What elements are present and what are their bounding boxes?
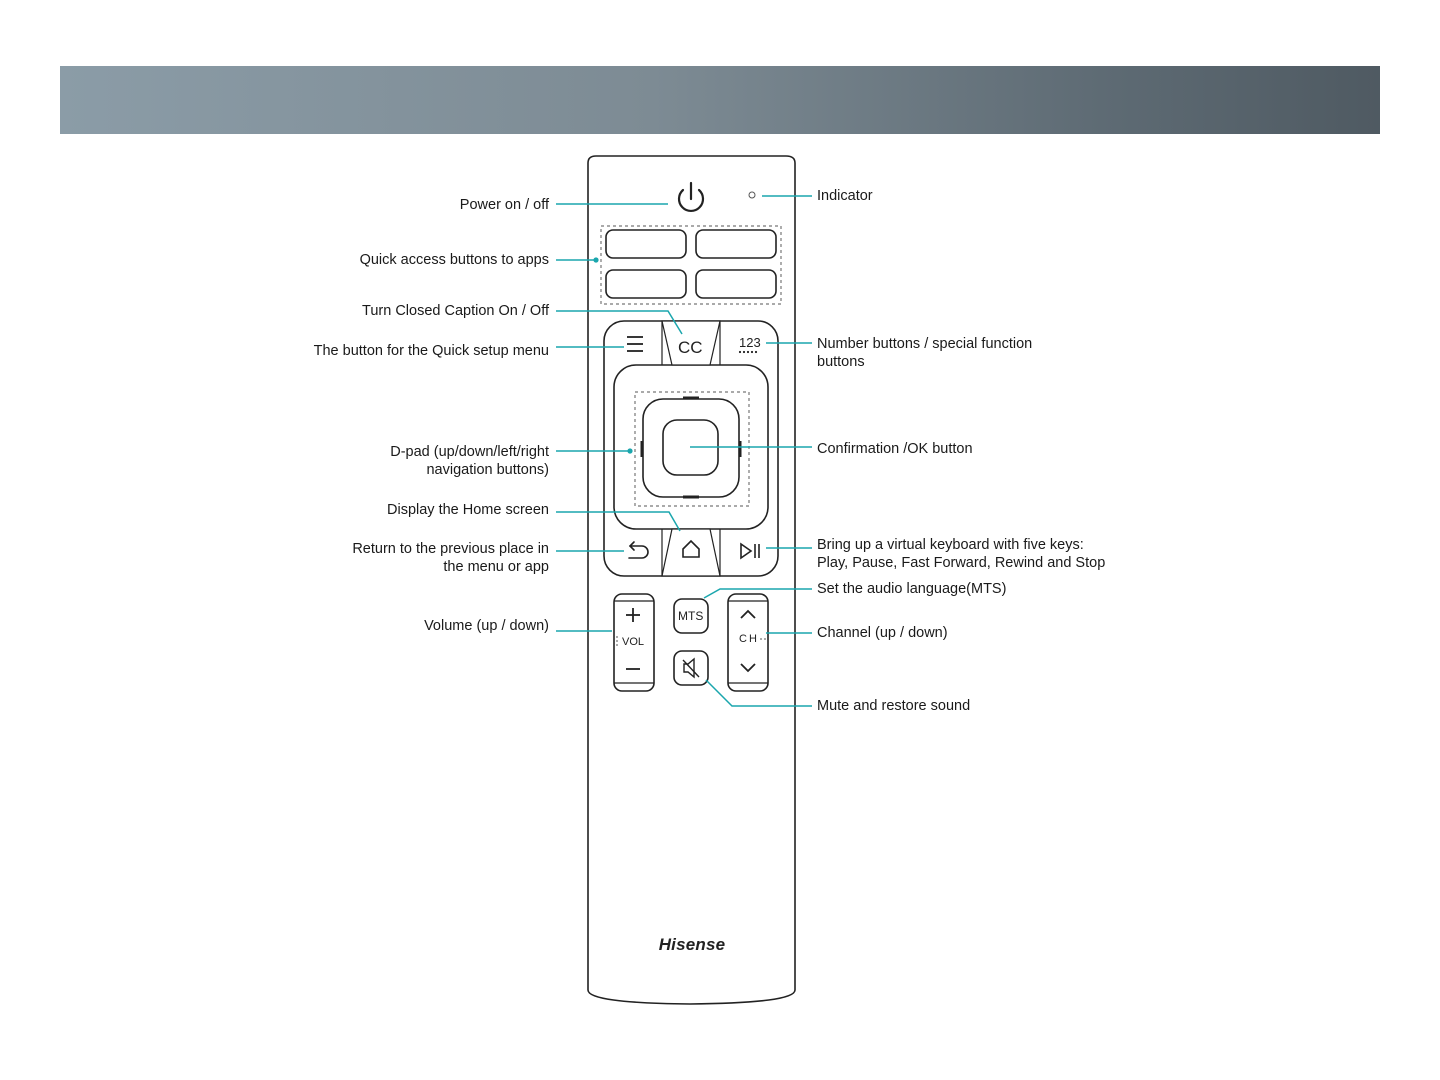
label-numbers-line1: Number buttons / special function	[817, 336, 1033, 352]
down-chevron-icon	[740, 663, 756, 673]
back-icon	[628, 541, 649, 559]
label-back-line2: the menu or app	[443, 559, 549, 575]
up-chevron-icon	[740, 609, 756, 619]
label-back-line1: Return to the previous place in	[352, 541, 549, 557]
home-button-shape	[661, 528, 721, 577]
label-back: Return to the previous place in the menu…	[352, 540, 549, 576]
header-banner	[60, 66, 1380, 134]
label-numbers-line2: buttons	[817, 354, 865, 370]
label-dpad: D-pad (up/down/left/right navigation but…	[390, 443, 549, 479]
play-pause-icon	[740, 542, 760, 560]
mute-icon	[682, 657, 700, 679]
label-volume: Volume (up / down)	[424, 618, 549, 634]
channel-rocker	[727, 593, 769, 692]
power-icon	[677, 181, 705, 212]
indicator-light	[748, 191, 756, 199]
app-button-3	[605, 269, 687, 299]
dpad-area	[634, 391, 750, 507]
label-keyboard: Bring up a virtual keyboard with five ke…	[817, 536, 1105, 572]
quick-access-group	[600, 225, 782, 305]
number-button-label[interactable]: 123	[739, 335, 761, 350]
label-quick-setup: The button for the Quick setup menu	[313, 343, 549, 359]
label-mts: Set the audio language(MTS)	[817, 581, 1007, 597]
menu-icon	[627, 336, 643, 352]
label-home: Display the Home screen	[387, 502, 549, 518]
label-numbers: Number buttons / special function button…	[817, 335, 1032, 371]
label-keyboard-line2: Play, Pause, Fast Forward, Rewind and St…	[817, 555, 1106, 571]
brand-logo: Hisense	[658, 935, 726, 954]
label-channel: Channel (up / down)	[817, 625, 948, 641]
app-button-4	[695, 269, 777, 299]
number-dots-icon	[738, 350, 758, 354]
app-button-1	[605, 229, 687, 259]
ch-label: CH	[739, 633, 759, 645]
leader-lines	[556, 195, 812, 707]
vol-label: VOL	[622, 636, 645, 648]
label-ok: Confirmation /OK button	[817, 441, 973, 457]
label-closed-caption: Turn Closed Caption On / Off	[362, 303, 549, 319]
mts-button-label[interactable]: MTS	[678, 609, 704, 623]
cc-button-shape	[661, 320, 721, 366]
label-dpad-line1: D-pad (up/down/left/right	[390, 444, 549, 460]
label-quick-access: Quick access buttons to apps	[359, 252, 549, 268]
app-button-2	[695, 229, 777, 259]
label-dpad-line2: navigation buttons)	[426, 462, 549, 478]
volume-rocker	[613, 593, 655, 692]
label-indicator: Indicator	[817, 188, 873, 204]
mts-button	[673, 598, 709, 634]
label-mute: Mute and restore sound	[817, 698, 971, 714]
cc-button-label[interactable]: CC	[678, 338, 703, 357]
home-icon	[682, 539, 700, 558]
label-keyboard-line1: Bring up a virtual keyboard with five ke…	[817, 537, 1084, 553]
plus-icon	[626, 608, 640, 622]
label-power: Power on / off	[459, 197, 549, 213]
